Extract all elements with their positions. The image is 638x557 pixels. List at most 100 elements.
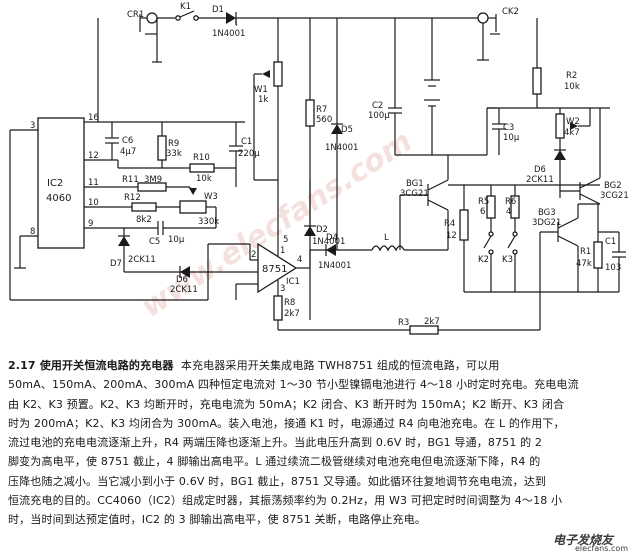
switch-k3 — [507, 231, 518, 255]
site-logo-url: elecfans.com — [575, 544, 629, 553]
label-w1-val: 1k — [258, 95, 268, 105]
label-pin10: 10 — [88, 198, 99, 208]
chip-ic2: IC2 4060 — [37, 117, 85, 249]
svg-text:8751: 8751 — [262, 264, 287, 275]
input-jack-cr1 — [139, 12, 162, 63]
label-pin16: 16 — [88, 113, 99, 123]
label-d7-part: 2CK11 — [128, 255, 156, 265]
label-r6: R6 — [505, 197, 516, 207]
capacitor-c5 — [157, 221, 164, 235]
label-c6-val: 4μ7 — [120, 147, 136, 157]
svg-text:4060: 4060 — [46, 193, 71, 204]
label-w3: W3 — [204, 192, 218, 202]
switch-k2 — [483, 231, 494, 255]
label-bg2-part: 3CG21 — [600, 191, 629, 201]
diode-d7 — [118, 235, 130, 246]
caption-line-4: 时为 200mA；K2、K3 均闭合为 300mA。装入电池，接通 K1 时，电… — [8, 416, 565, 430]
label-r3-val: 2k7 — [424, 317, 440, 327]
label-bg3-part: 3DG21 — [532, 218, 561, 228]
label-w2-val: 4k7 — [564, 128, 580, 138]
label-r6-val: 4 — [506, 207, 511, 217]
diode-d4 — [325, 244, 336, 256]
capacitor-c2 — [388, 107, 402, 114]
potentiometer-w3 — [179, 188, 207, 214]
label-d5-part: 1N4001 — [325, 143, 358, 153]
circuit-schematic: www.elecfans.com — [9, 2, 629, 335]
switch-k1 — [157, 10, 199, 21]
label-ic1-pin1: 1 — [280, 246, 285, 256]
label-r1-val: 47k — [576, 259, 592, 269]
label-r4: R4 — [444, 219, 455, 229]
label-r10-val: 10k — [196, 174, 212, 184]
site-logo: 电子发烧友 elecfans.com — [553, 531, 637, 555]
capacitor-c1-right — [612, 251, 626, 258]
inductor-l — [371, 245, 405, 252]
label-bg3: BG3 — [538, 208, 556, 218]
label-c5-val: 10μ — [168, 235, 185, 245]
label-pin9: 9 — [88, 219, 93, 229]
label-r8-val: 2k7 — [284, 309, 300, 319]
output-jack-ck2 — [477, 12, 500, 61]
label-pin12: 12 — [88, 151, 99, 161]
label-c2-val: 100μ — [368, 111, 390, 121]
diode-d6-left — [179, 266, 190, 278]
diode-d6-right — [554, 149, 566, 160]
label-cr1: CR1 — [127, 10, 144, 20]
chip-ic1: 8751 — [257, 242, 298, 294]
label-ck2: CK2 — [502, 7, 519, 17]
label-ic1-pin5: 5 — [283, 235, 288, 245]
label-r11-val: 3M9 — [144, 175, 162, 185]
label-r7-val: 560 — [316, 115, 332, 125]
caption-line-8: 恒流充电的目的。CC4060（IC2）组成定时器，其振荡频率约为 0.2Hz，用… — [8, 494, 563, 508]
label-r12-val: 8k2 — [136, 215, 152, 225]
diode-d5 — [331, 123, 343, 134]
transistor-bg1 — [400, 179, 449, 211]
diode-d2 — [304, 225, 316, 236]
label-r2-val: 10k — [564, 82, 580, 92]
label-r7: R7 — [316, 105, 327, 115]
label-r3: R3 — [398, 318, 409, 328]
caption-line-3: 由 K2、K3 预置。K2、K3 均断开时，充电电流为 50mA；K2 闭合、K… — [8, 397, 565, 411]
label-d6-left: D6 — [176, 275, 188, 285]
label-bg2: BG2 — [604, 181, 622, 191]
label-c6: C6 — [122, 136, 133, 146]
label-r9-val: 33k — [166, 149, 182, 159]
resistor-r4 — [459, 209, 469, 241]
label-c5: C5 — [149, 237, 160, 247]
site-logo-text: 电子发烧友 — [553, 533, 614, 547]
resistor-r10 — [189, 163, 215, 173]
transistor-bg3 — [540, 203, 600, 292]
resistor-r2 — [532, 67, 542, 95]
label-ic1-pin4: 4 — [297, 255, 302, 265]
resistor-r9 — [157, 135, 167, 161]
label-pin8: 8 — [30, 227, 35, 237]
caption-line-5: 流过电池的充电电流逐渐上升，R4 两端压降也逐渐上升。当此电压升高到 0.6V … — [8, 436, 543, 450]
caption-line-6: 脚变为高电平，使 8751 截止，4 脚输出高电平。L 通过续流二极管继续对电池… — [8, 455, 541, 469]
label-ic1: IC1 — [286, 277, 300, 287]
label-c3-val: 10μ — [503, 133, 520, 143]
label-r1: R1 — [580, 247, 591, 257]
label-r11: R11 — [122, 175, 139, 185]
label-d2-part: 1N4001 — [312, 237, 345, 247]
label-c1-right-val: 103 — [605, 263, 621, 273]
resistor-r7 — [305, 99, 315, 127]
caption-line-1: 2.17 使用开关恒流电路的充电器 本充电器采用开关集成电路 TWH8751 组… — [8, 359, 500, 372]
label-w2: W2 — [566, 117, 580, 127]
caption-line-7: 压降也随之减小。当它减小到小于 0.6V 时，BG1 截止，8751 又导通。如… — [8, 474, 547, 488]
battery — [424, 79, 440, 107]
label-r10: R10 — [193, 153, 210, 163]
caption-heading: 2.17 使用开关恒流电路的充电器 — [8, 359, 174, 372]
label-d7: D7 — [110, 259, 122, 269]
resistor-r8 — [273, 295, 283, 321]
label-ic1-pin3: 3 — [280, 284, 285, 294]
label-r12: R12 — [124, 193, 141, 203]
label-r5: R5 — [478, 197, 489, 207]
label-w1: W1 — [254, 85, 268, 95]
caption-line-9: 时，当时间到达预定值时，IC2 的 3 脚输出高电平，使 8751 关断，电路停… — [8, 513, 426, 527]
label-c3: C3 — [503, 123, 514, 133]
label-ic1-pin2: 2 — [251, 250, 256, 260]
caption-line-2: 50mA、150mA、200mA、300mA 四种恒定电流对 1～30 节小型镍… — [8, 378, 579, 392]
label-w3-val: 330k — [198, 217, 219, 227]
label-r4-val: 12 — [446, 231, 457, 241]
label-r2: R2 — [566, 71, 577, 81]
